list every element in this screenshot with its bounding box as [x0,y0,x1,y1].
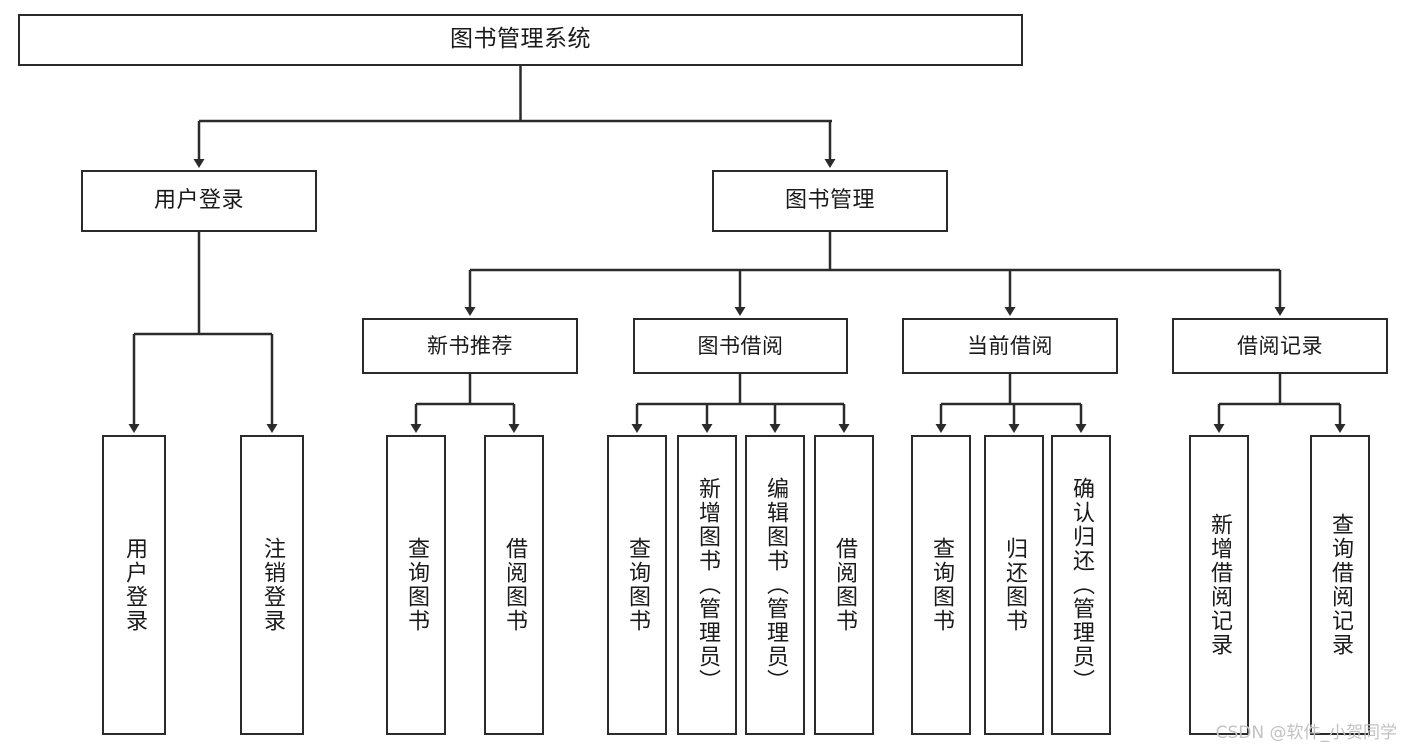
node-user-login[interactable]: 用户登录 [81,170,317,232]
node-leaf-add-book[interactable]: 新增图书（管理员） [677,435,737,735]
node-leaf-query-book-1[interactable]: 查询图书 [386,435,446,735]
node-book-manage[interactable]: 图书管理 [712,170,948,232]
node-label: 确认归还（管理员） [1068,477,1094,693]
node-current-borrow[interactable]: 当前借阅 [902,318,1118,374]
node-label: 查询图书 [403,537,429,633]
node-leaf-confirm-return[interactable]: 确认归还（管理员） [1051,435,1111,735]
node-label: 查询图书 [624,537,650,633]
node-leaf-user-logout[interactable]: 注销登录 [240,435,304,735]
node-leaf-borrow-book-1[interactable]: 借阅图书 [484,435,544,735]
node-label: 借阅记录 [1237,333,1323,358]
watermark: CSDN @软件_小贺同学 [1215,723,1397,743]
node-label: 借阅图书 [501,537,527,633]
node-book-borrow[interactable]: 图书借阅 [633,318,848,374]
node-borrow-record[interactable]: 借阅记录 [1172,318,1388,374]
node-label: 新增借阅记录 [1206,513,1232,657]
node-label: 注销登录 [259,537,285,633]
node-label: 新增图书（管理员） [694,477,720,693]
node-label: 图书借阅 [697,333,784,358]
node-label: 当前借阅 [967,333,1053,358]
node-label: 图书管理 [784,187,875,213]
node-leaf-query-record[interactable]: 查询借阅记录 [1310,435,1370,735]
node-leaf-add-record[interactable]: 新增借阅记录 [1189,435,1249,735]
node-label: 用户登录 [153,187,244,213]
node-label: 归还图书 [1001,537,1027,633]
node-label: 新书推荐 [427,333,513,358]
node-new-book-rec[interactable]: 新书推荐 [362,318,578,374]
node-label: 查询图书 [928,537,954,633]
node-leaf-query-book-3[interactable]: 查询图书 [911,435,971,735]
node-leaf-return-book[interactable]: 归还图书 [984,435,1044,735]
node-label: 用户登录 [121,537,147,633]
node-leaf-user-login[interactable]: 用户登录 [102,435,166,735]
node-label: 图书管理系统 [450,26,591,53]
node-leaf-query-book-2[interactable]: 查询图书 [607,435,667,735]
node-label: 编辑图书（管理员） [762,477,788,693]
node-label: 借阅图书 [831,537,857,633]
node-root[interactable]: 图书管理系统 [18,14,1023,66]
node-label: 查询借阅记录 [1327,513,1353,657]
node-leaf-borrow-book-2[interactable]: 借阅图书 [814,435,874,735]
node-leaf-edit-book[interactable]: 编辑图书（管理员） [745,435,805,735]
